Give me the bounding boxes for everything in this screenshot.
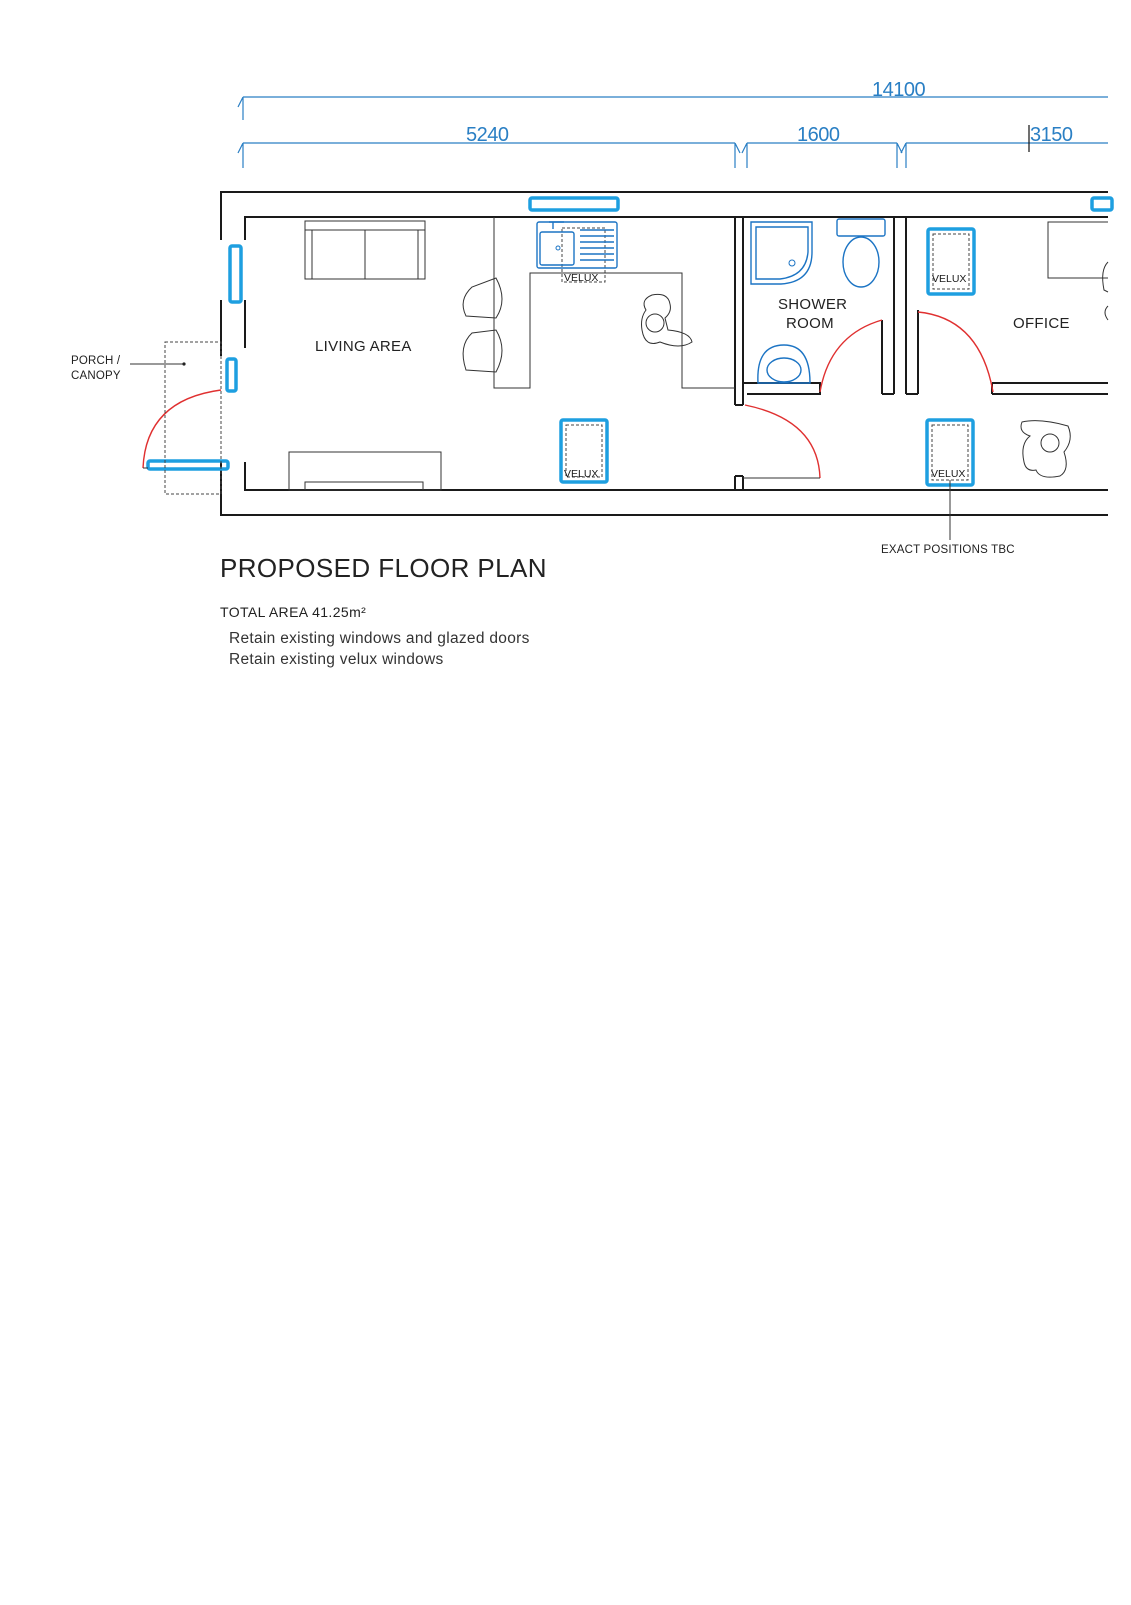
office-desk	[1047, 221, 1109, 321]
porch-label-line1: PORCH /	[71, 355, 121, 367]
sofa	[304, 220, 426, 280]
velux-hall: VELUX	[925, 418, 975, 487]
plan-notes: PROPOSED FLOOR PLAN TOTAL AREA 41.25m² R…	[220, 553, 547, 670]
person-office	[1020, 420, 1071, 478]
room-label-office: OFFICE	[1013, 315, 1070, 332]
wash-basin	[757, 344, 811, 384]
bar-stools	[462, 277, 503, 373]
dimension-office: 3150	[900, 124, 1108, 168]
exact-positions-label: EXACT POSITIONS TBC	[881, 544, 1015, 556]
kitchen-island	[493, 217, 735, 389]
room-label-shower-line2: ROOM	[786, 315, 834, 332]
shower-room-label: SHOWER ROOM	[778, 296, 847, 332]
door-shower-room	[819, 319, 883, 393]
dimension-shower: 1600	[741, 124, 903, 168]
room-label-living: LIVING AREA	[315, 338, 412, 355]
window-porch	[225, 357, 238, 393]
note-item: Retain existing velux windows	[229, 651, 444, 668]
partition-wall-shower-office	[893, 217, 1108, 395]
window-living-left	[228, 244, 243, 304]
window-office	[1090, 196, 1114, 212]
room-label-shower-line1: SHOWER	[778, 296, 847, 313]
door-shower	[743, 404, 821, 479]
velux-shower: VELUX	[926, 227, 976, 296]
dimension-office-label: 3150	[1030, 124, 1073, 146]
dimension-living-label: 5240	[466, 124, 509, 146]
windows	[146, 196, 1114, 471]
tv-unit	[288, 451, 442, 491]
kitchen-sink	[536, 221, 618, 269]
exact-positions-annotation: EXACT POSITIONS TBC	[881, 480, 1015, 556]
shower-tray	[750, 221, 813, 285]
person-kitchen	[641, 293, 693, 347]
porch-label-line2: CANOPY	[71, 370, 121, 382]
notes-list: Retain existing windows and glazed doors…	[220, 628, 547, 670]
dimension-overall-label: 14100	[872, 79, 925, 101]
dimension-overall: 14100	[237, 79, 1108, 120]
partition-wall-living-shower	[734, 217, 744, 490]
velux-label: VELUX	[564, 468, 598, 480]
plan-title: PROPOSED FLOOR PLAN	[220, 553, 547, 583]
glazed-door-leaf	[146, 459, 230, 471]
velux-living: VELUX	[559, 418, 609, 484]
note-item: Retain existing windows and glazed doors	[229, 630, 530, 647]
door-office	[917, 311, 994, 393]
velux-label: VELUX	[931, 468, 965, 480]
toilet	[836, 218, 886, 288]
door-front	[142, 389, 222, 469]
total-area: TOTAL AREA 41.25m²	[220, 604, 367, 620]
porch-canopy: PORCH / CANOPY	[71, 341, 222, 495]
window-kitchen	[528, 196, 620, 212]
velux-kitchen: VELUX	[561, 227, 606, 284]
dimension-shower-label: 1600	[797, 124, 840, 146]
external-walls	[220, 191, 1108, 516]
velux-label: VELUX	[932, 273, 966, 285]
velux-label: VELUX	[564, 272, 598, 284]
dimension-living: 5240	[237, 124, 741, 168]
